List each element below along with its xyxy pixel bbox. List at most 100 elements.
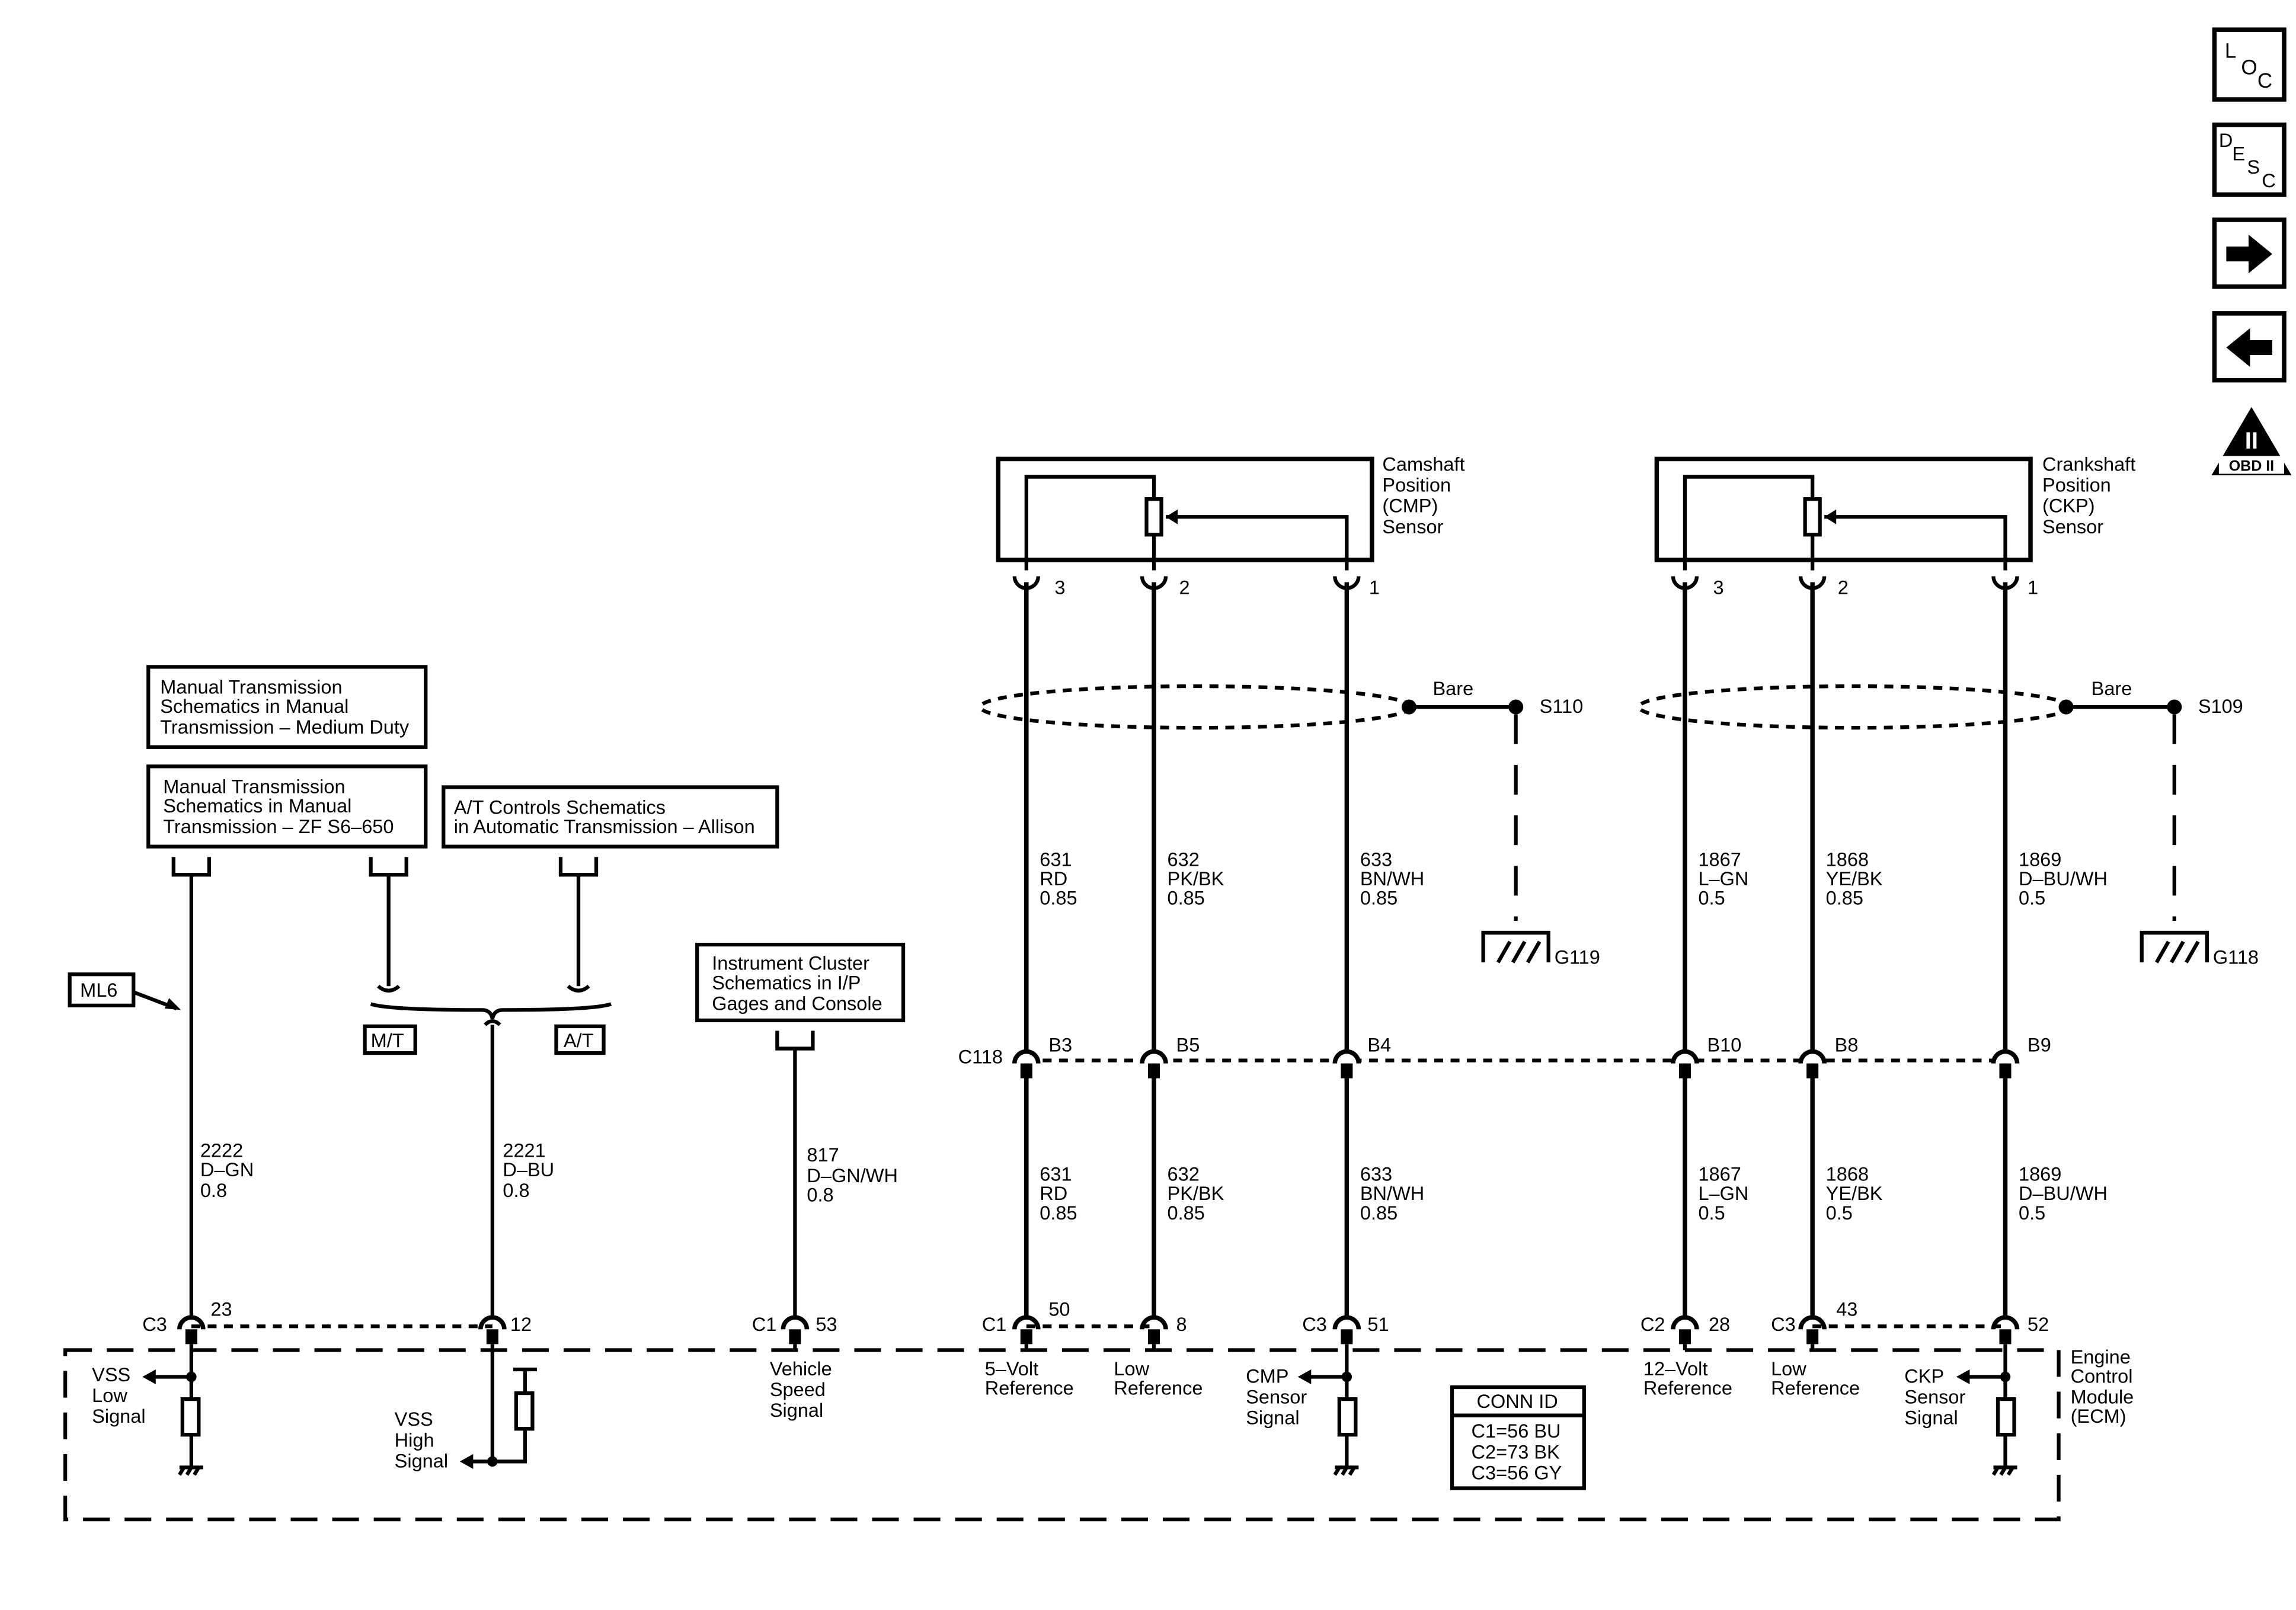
conn-id-table: CONN ID C1=56 BU C2=73 BK C3=56 GY [1450,1385,1586,1490]
svg-text:12: 12 [510,1314,532,1335]
location-button[interactable]: L O C [2212,27,2287,102]
svg-text:C3: C3 [142,1314,167,1335]
ref-at-allison[interactable]: A/T Controls Schematics in Automatic Tra… [442,785,779,849]
left-wiring [171,857,815,1319]
svg-text:Signal: Signal [770,1400,823,1421]
arrow-right-icon [2226,235,2272,274]
svg-text:Reference: Reference [1771,1378,1860,1399]
svg-text:RD: RD [1040,868,1067,889]
ref-mt-medium-duty[interactable]: Manual Transmission Schematics in Manual… [146,665,428,749]
svg-text:C2=73 BK: C2=73 BK [1472,1441,1560,1462]
svg-text:Bare: Bare [2092,678,2132,699]
svg-text:Sensor: Sensor [1904,1387,1965,1408]
svg-text:631: 631 [1040,849,1072,870]
svg-text:Transmission – Medium Duty: Transmission – Medium Duty [160,716,410,738]
svg-text:1: 1 [1369,577,1380,598]
svg-text:12–Volt: 12–Volt [1643,1358,1708,1379]
svg-text:Signal: Signal [1904,1407,1958,1429]
svg-text:0.8: 0.8 [503,1180,529,1201]
svg-text:PK/BK: PK/BK [1168,1183,1224,1204]
svg-text:0.85: 0.85 [1040,887,1077,908]
svg-text:(CMP): (CMP) [1382,495,1438,517]
svg-text:(CKP): (CKP) [2042,495,2095,517]
svg-text:633: 633 [1360,1164,1392,1185]
svg-text:3: 3 [1713,577,1723,598]
option-at: A/T [554,1024,606,1055]
svg-text:S110: S110 [1540,696,1584,717]
svg-text:Reference: Reference [1114,1378,1203,1399]
svg-text:in Automatic Transmission – Al: in Automatic Transmission – Allison [454,816,755,837]
sensor-connector-terminals [1012,576,2019,590]
svg-text:1869: 1869 [2019,1164,2061,1185]
svg-text:OBD II: OBD II [2229,458,2274,475]
ground-g119-icon [1481,930,1550,964]
svg-text:Transmission – ZF S6–650: Transmission – ZF S6–650 [163,816,394,837]
svg-text:Manual Transmission: Manual Transmission [160,676,342,697]
svg-text:D–BU: D–BU [503,1159,554,1180]
svg-text:(ECM): (ECM) [2071,1406,2126,1427]
arrow-left-icon [2226,328,2272,367]
svg-text:Camshaft: Camshaft [1382,454,1464,475]
svg-text:Low: Low [92,1385,127,1406]
svg-text:8: 8 [1176,1314,1187,1335]
svg-text:C3: C3 [1771,1314,1796,1335]
svg-text:B4: B4 [1367,1035,1391,1056]
svg-text:C1: C1 [752,1314,777,1335]
svg-text:1868: 1868 [1826,1164,1869,1185]
svg-text:B10: B10 [1707,1035,1741,1056]
svg-text:Schematics in Manual: Schematics in Manual [163,795,351,817]
next-arrow-button[interactable] [2212,217,2287,289]
svg-text:Reference: Reference [985,1378,1074,1399]
svg-text:O: O [2241,56,2257,79]
svg-text:C1=56 BU: C1=56 BU [1472,1420,1561,1442]
ref-instrument-cluster[interactable]: Instrument Cluster Schematics in I/P Gag… [695,942,906,1023]
svg-text:CMP: CMP [1246,1365,1288,1387]
svg-text:S: S [2247,156,2260,178]
svg-text:5–Volt: 5–Volt [985,1358,1038,1379]
option-mt: M/T [363,1024,417,1055]
svg-text:YE/BK: YE/BK [1826,1183,1883,1204]
shield-cmp: Bare S110 G119 [978,678,1600,968]
svg-text:C3=56 GY: C3=56 GY [1472,1462,1562,1483]
svg-text:0.5: 0.5 [1698,1202,1725,1224]
obd-ii-button[interactable]: OBD II II [2211,406,2292,476]
ckp-sensor: Crankshaft Position (CKP) Sensor 3 2 1 [1654,454,2135,598]
svg-text:BN/WH: BN/WH [1360,868,1424,889]
svg-text:Low: Low [1114,1358,1149,1379]
svg-text:632: 632 [1168,1164,1200,1185]
svg-text:Position: Position [2042,475,2111,496]
svg-text:2222: 2222 [200,1140,243,1161]
svg-text:Signal: Signal [1246,1407,1299,1429]
svg-text:G118: G118 [2213,947,2259,968]
svg-text:1: 1 [2028,577,2038,598]
previous-arrow-button[interactable] [2212,311,2287,383]
svg-text:0.5: 0.5 [2019,1202,2045,1224]
shield-ckp: Bare S109 G118 [1637,678,2259,968]
svg-text:CONN ID: CONN ID [1476,1391,1558,1412]
description-button[interactable]: D E S C [2212,122,2287,197]
svg-text:Engine: Engine [2071,1346,2131,1368]
sensor-wires [1024,582,2008,1319]
svg-text:1868: 1868 [1826,849,1869,870]
svg-text:0.5: 0.5 [2019,887,2045,908]
svg-text:Sensor: Sensor [1246,1387,1307,1408]
svg-text:D–GN: D–GN [200,1159,254,1180]
svg-text:53: 53 [816,1314,837,1335]
svg-text:D–BU/WH: D–BU/WH [2019,868,2108,889]
svg-text:Schematics in Manual: Schematics in Manual [160,696,348,717]
svg-text:Crankshaft: Crankshaft [2042,454,2135,475]
svg-text:Signal: Signal [395,1450,448,1471]
svg-text:D–BU/WH: D–BU/WH [2019,1183,2108,1204]
svg-text:0.5: 0.5 [1698,887,1725,908]
svg-text:BN/WH: BN/WH [1360,1183,1424,1204]
svg-text:M/T: M/T [371,1030,404,1051]
svg-text:0.85: 0.85 [1168,1202,1205,1224]
ref-mt-zf[interactable]: Manual Transmission Schematics in Manual… [146,764,428,849]
cmp-sensor: Camshaft Position (CMP) Sensor 3 2 1 [996,454,1465,598]
svg-text:B3: B3 [1048,1035,1072,1056]
svg-text:2: 2 [1179,577,1190,598]
svg-text:B5: B5 [1176,1035,1200,1056]
option-ml6: ML6 [68,972,181,1010]
